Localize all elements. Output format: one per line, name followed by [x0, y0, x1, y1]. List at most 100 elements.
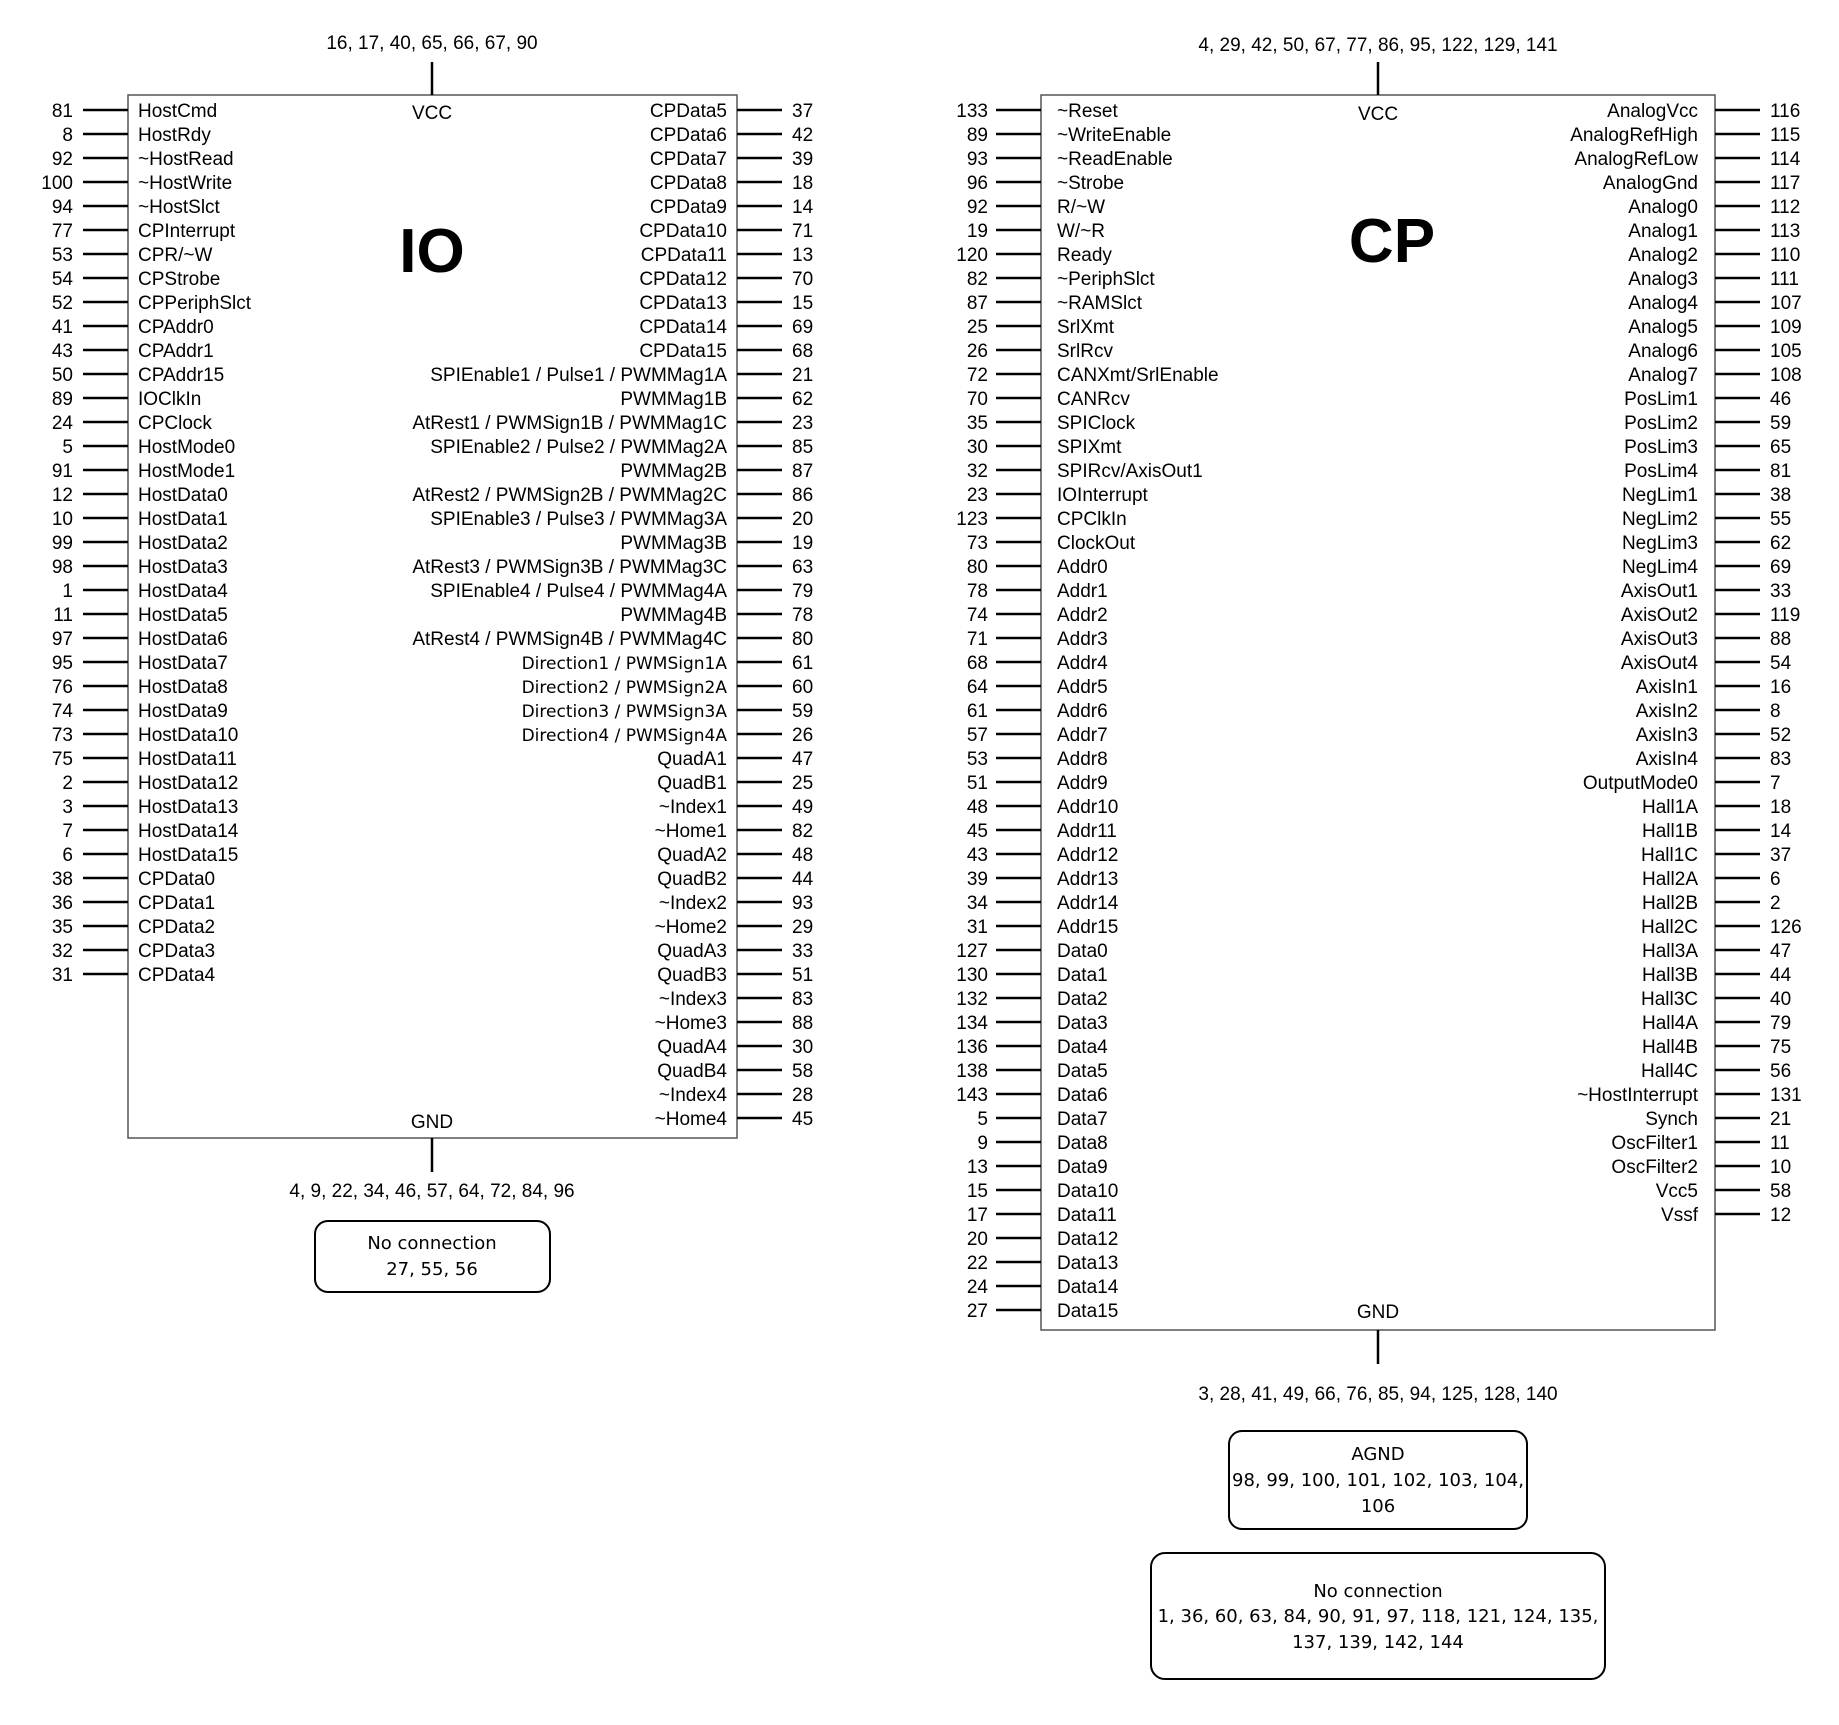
pin-number: 100 — [41, 173, 73, 194]
pin-number: 126 — [1770, 917, 1802, 938]
pin-number: 53 — [967, 749, 988, 770]
pin-name: Hall3C — [1641, 989, 1698, 1010]
pin-name: SPIRcv/AxisOut1 — [1057, 461, 1203, 482]
pin-number: 21 — [1770, 1109, 1791, 1130]
pin-number: 74 — [52, 701, 74, 722]
pin-number: 117 — [1770, 173, 1800, 194]
pin-name: Data3 — [1057, 1013, 1108, 1034]
pin-number: 74 — [967, 605, 989, 626]
pin-name: NegLim2 — [1622, 509, 1698, 530]
pin-name: AxisOut3 — [1621, 629, 1698, 650]
pin-name: ~ReadEnable — [1057, 149, 1173, 170]
pin-number: 45 — [792, 1109, 813, 1130]
io-right-pin-cpdata9: CPData9 14 — [650, 197, 814, 218]
pin-name: CPStrobe — [138, 269, 220, 290]
pin-name: QuadB3 — [657, 965, 727, 986]
pin-name: AnalogVcc — [1607, 101, 1698, 122]
pin-name: AtRest4 / PWMSign4B / PWMMag4C — [412, 629, 727, 650]
pin-name: Vcc5 — [1656, 1181, 1698, 1202]
pin-number: 48 — [967, 797, 988, 818]
pin-name: Analog1 — [1628, 221, 1698, 242]
pin-name: Addr6 — [1057, 701, 1108, 722]
pin-number: 91 — [52, 461, 73, 482]
pin-number: 8 — [1770, 701, 1781, 722]
pin-number: 76 — [52, 677, 73, 698]
pin-name: CPAddr15 — [138, 365, 224, 386]
pin-number: 14 — [792, 197, 814, 218]
pin-number: 88 — [792, 1013, 813, 1034]
pin-name: HostData11 — [138, 749, 237, 770]
pin-number: 73 — [967, 533, 988, 554]
pin-number: 72 — [967, 365, 988, 386]
io-left-pin-hostslct: 94~HostSlct — [52, 197, 221, 218]
pin-name: ~HostSlct — [138, 197, 221, 218]
pin-number: 69 — [1770, 557, 1791, 578]
pin-name: Direction3 / PWMSign3A — [522, 702, 728, 722]
pin-name: CPData9 — [650, 197, 727, 218]
pin-name: AtRest1 / PWMSign1B / PWMMag1C — [412, 413, 727, 434]
pin-number: 107 — [1770, 293, 1802, 314]
pin-number: 116 — [1770, 101, 1800, 122]
pin-name: ~Index1 — [659, 797, 727, 818]
pin-name: Hall2C — [1641, 917, 1698, 938]
pin-name: AxisOut1 — [1621, 581, 1698, 602]
pin-name: QuadA1 — [657, 749, 727, 770]
pin-number: 68 — [792, 341, 813, 362]
pin-number: 12 — [1770, 1205, 1791, 1226]
pin-name: Data13 — [1057, 1253, 1118, 1274]
pin-number: 47 — [792, 749, 813, 770]
pin-number: 43 — [52, 341, 73, 362]
pin-number: 15 — [967, 1181, 988, 1202]
pin-name: Analog0 — [1628, 197, 1698, 218]
pin-name: HostData2 — [138, 533, 228, 554]
pin-number: 17 — [967, 1205, 988, 1226]
cp-agnd-pins-line1: 98, 99, 100, 101, 102, 103, 104, — [1232, 1470, 1524, 1491]
io-left-pin-hostdata4: 1 HostData4 — [62, 581, 228, 602]
pin-name: Hall2B — [1642, 893, 1698, 914]
pin-number: 70 — [792, 269, 813, 290]
pin-name: CPData11 — [641, 245, 727, 266]
pin-name: OscFilter2 — [1611, 1157, 1698, 1178]
io-gnd-label: GND — [411, 1112, 453, 1133]
pin-name: CPInterrupt — [138, 221, 236, 242]
pin-name: QuadB2 — [657, 869, 727, 890]
pin-name: ~Home3 — [655, 1013, 727, 1034]
pin-name: HostData4 — [138, 581, 228, 602]
pin-number: 26 — [792, 725, 813, 746]
pin-number: 38 — [1770, 485, 1791, 506]
pin-number: 63 — [792, 557, 813, 578]
pin-name: Data1 — [1057, 965, 1108, 986]
pin-name: QuadB1 — [657, 773, 727, 794]
pin-name: Hall4B — [1642, 1037, 1698, 1058]
pin-number: 38 — [52, 869, 73, 890]
pin-name: ~WriteEnable — [1057, 125, 1171, 146]
pin-number: 1 — [62, 581, 73, 602]
pin-name: ~PeriphSlct — [1057, 269, 1155, 290]
cp-chip-title: CP — [1349, 207, 1435, 276]
